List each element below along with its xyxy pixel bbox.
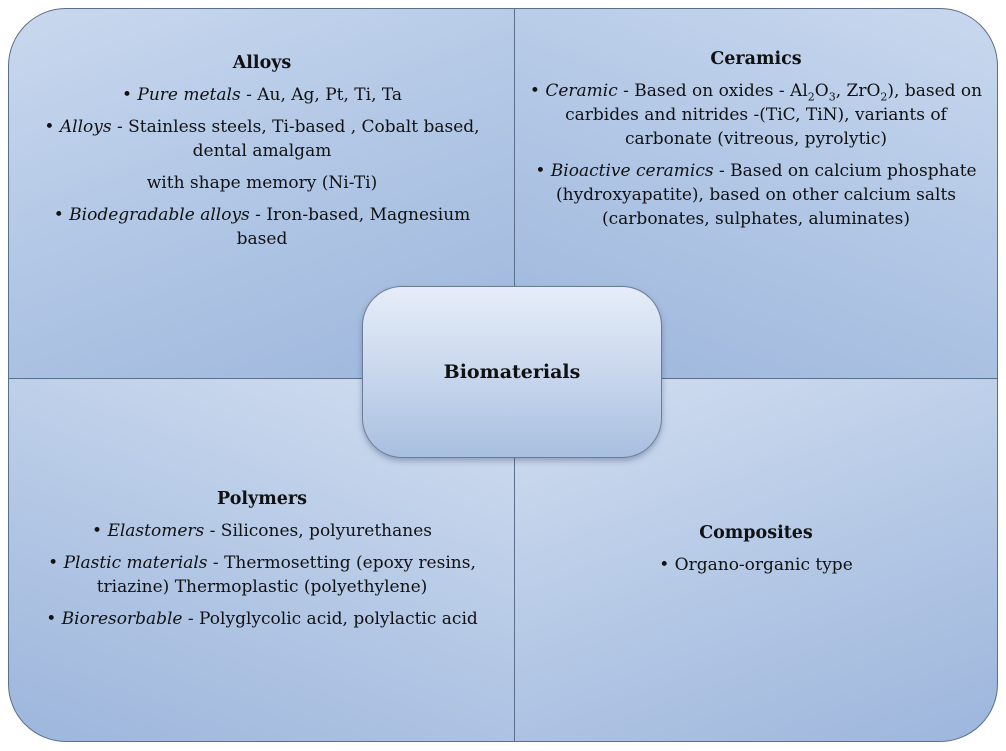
- item-text: - Based on oxides - Al: [617, 81, 808, 101]
- polymers-content: Polymers • Elastomers - Silicones, polyu…: [9, 487, 515, 639]
- ceramics-content: Ceramics • Ceramic - Based on oxides - A…: [515, 47, 997, 239]
- item-text: O: [814, 81, 829, 101]
- composites-content: Composites • Organo-organic type: [515, 521, 997, 585]
- alloys-content: Alloys • Pure metals - Au, Ag, Pt, Ti, T…: [9, 51, 515, 259]
- item-text: , ZrO: [835, 81, 881, 101]
- polymers-item-elastomers: • Elastomers - Silicones, polyurethanes: [39, 519, 485, 543]
- item-text: - Iron-based, Magnesium based: [236, 205, 471, 249]
- item-text: - Stainless steels, Ti-based , Cobalt ba…: [111, 117, 480, 161]
- bullet: •: [53, 205, 70, 225]
- composites-heading: Composites: [699, 523, 813, 543]
- ceramics-item-ceramic: • Ceramic - Based on oxides - Al2O3, ZrO…: [529, 79, 983, 151]
- item-text: - Thermosetting (epoxy resins, triazine)…: [96, 553, 476, 597]
- alloys-quadrant: Alloys • Pure metals - Au, Ag, Pt, Ti, T…: [8, 8, 516, 380]
- ceramics-heading: Ceramics: [710, 49, 802, 69]
- bullet: •: [46, 609, 62, 629]
- polymers-heading: Polymers: [217, 489, 307, 509]
- item-term: Pure metals: [137, 85, 241, 105]
- item-term: Ceramic: [545, 81, 618, 101]
- item-text: - Au, Ag, Pt, Ti, Ta: [240, 85, 403, 105]
- item-term: Alloys: [59, 117, 112, 137]
- alloys-heading: Alloys: [232, 53, 292, 73]
- item-text: - Based on calcium phosphate (hydroxyapa…: [555, 161, 977, 229]
- item-term: Bioresorbable: [61, 609, 183, 629]
- bullet: •: [535, 161, 551, 181]
- item-text: - Silicones, polyurethanes: [204, 521, 432, 541]
- composites-item-organo: • Organo-organic type: [535, 553, 977, 577]
- item-term: Plastic materials: [63, 553, 208, 573]
- polymers-item-bioresorbable: • Bioresorbable - Polyglycolic acid, pol…: [39, 607, 485, 631]
- bullet: •: [529, 81, 546, 101]
- bullet: •: [44, 117, 60, 137]
- item-text: ), based on carbides and nitrides -(TiC,…: [565, 81, 983, 149]
- item-text: Organo-organic type: [674, 555, 853, 575]
- subscript: 2: [880, 90, 888, 104]
- alloys-shape-memory: with shape memory (Ni-Ti): [146, 173, 378, 193]
- item-term: Bioactive ceramics: [550, 161, 714, 181]
- subscript: 3: [828, 90, 836, 104]
- item-text: - Polyglycolic acid, polylactic acid: [182, 609, 478, 629]
- polymers-item-plastic: • Plastic materials - Thermosetting (epo…: [39, 551, 485, 599]
- center-title: Biomaterials: [443, 361, 581, 383]
- bullet: •: [121, 85, 138, 105]
- center-box: Biomaterials: [362, 286, 662, 458]
- item-term: Elastomers: [107, 521, 205, 541]
- bullet: •: [92, 521, 108, 541]
- alloys-item-pure-metals: • Pure metals - Au, Ag, Pt, Ti, Ta: [39, 83, 485, 107]
- ceramics-item-bioactive: • Bioactive ceramics - Based on calcium …: [529, 159, 983, 231]
- item-term: Biodegradable alloys: [69, 205, 250, 225]
- bullet: •: [659, 555, 675, 575]
- alloys-item-biodegradable: • Biodegradable alloys - Iron-based, Mag…: [39, 203, 485, 251]
- bullet: •: [48, 553, 64, 573]
- subscript: 2: [807, 90, 815, 104]
- alloys-item-alloys: • Alloys - Stainless steels, Ti-based , …: [39, 115, 485, 163]
